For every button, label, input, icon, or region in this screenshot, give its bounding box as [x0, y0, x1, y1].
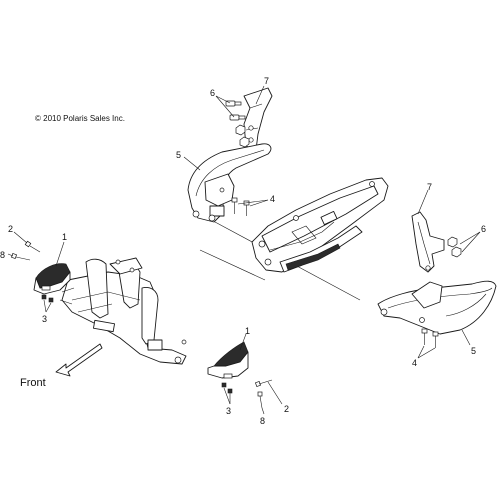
bolt-set-top	[225, 100, 250, 148]
callout-1-bottom: 1	[245, 326, 250, 336]
callout-5-top: 5	[176, 150, 181, 160]
nut-set-left	[41, 294, 54, 303]
screw-set-right	[421, 328, 439, 348]
callout-3-left: 3	[42, 314, 47, 324]
callout-2-left: 2	[8, 224, 13, 234]
bolt-2-left	[24, 240, 41, 253]
callout-7-right: 7	[427, 182, 432, 192]
front-direction-arrow-icon	[55, 343, 103, 377]
callout-4-top: 4	[270, 194, 275, 204]
rear-suspension-frame	[251, 177, 389, 273]
bolt-8-bottom	[257, 391, 263, 409]
nut-set-bottom	[221, 382, 233, 394]
front-frame	[59, 257, 187, 365]
bolt-set-right	[447, 236, 462, 258]
bumper-bracket-left	[33, 263, 71, 295]
callout-8-bottom: 8	[260, 416, 265, 426]
copyright-text: © 2010 Polaris Sales Inc.	[35, 114, 125, 123]
rail-cover-right	[377, 280, 497, 335]
callout-7-top: 7	[264, 76, 269, 86]
bolt-2-bottom	[254, 379, 273, 388]
callout-1-left: 1	[62, 232, 67, 242]
rail-cover-upper	[187, 143, 272, 223]
callout-3-bottom: 3	[226, 406, 231, 416]
callout-2-bottom: 2	[284, 404, 289, 414]
assembly-line-mid	[199, 249, 266, 281]
callout-6-top: 6	[210, 88, 215, 98]
callout-8-left: 8	[0, 250, 5, 260]
screw-set-top	[231, 197, 250, 216]
callout-6-right: 6	[481, 224, 486, 234]
bolt-8-left	[10, 252, 31, 261]
callout-4-right: 4	[412, 358, 417, 368]
mount-bracket-right	[411, 211, 445, 273]
leader-lines	[7, 85, 481, 415]
front-label: Front	[20, 377, 46, 389]
callout-5-right: 5	[471, 346, 476, 356]
bumper-bracket-bottom	[207, 341, 249, 379]
